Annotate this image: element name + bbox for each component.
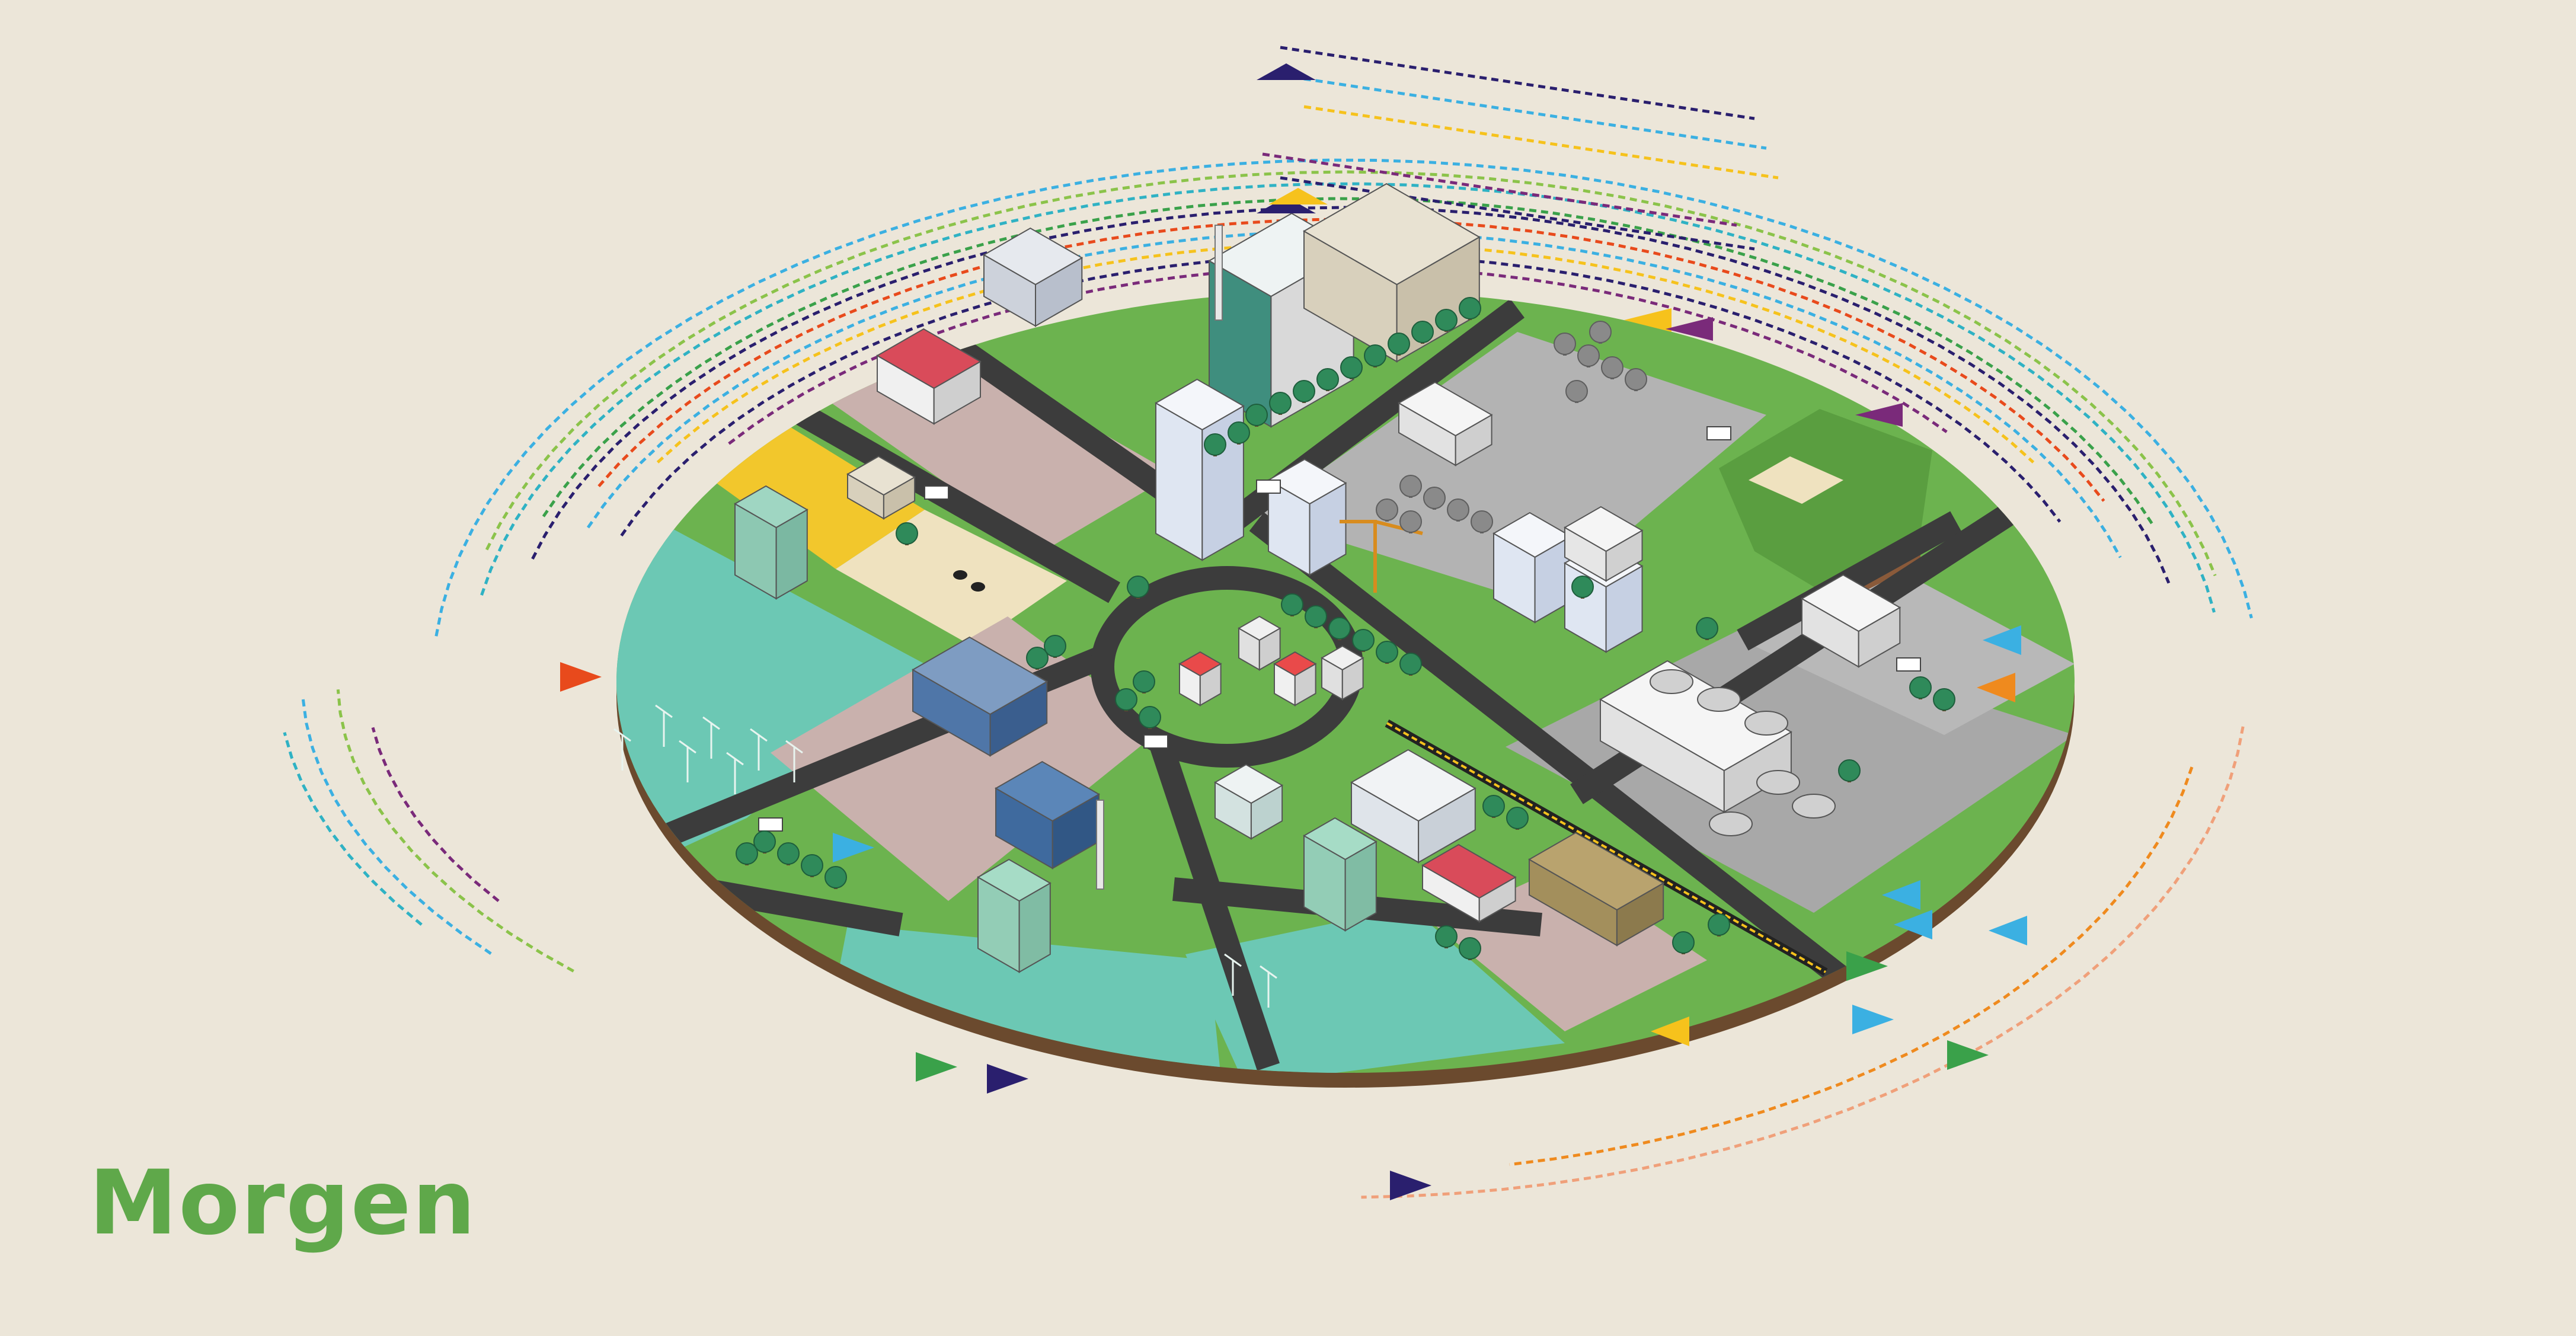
flow-arrowhead-icon: [987, 1064, 1028, 1094]
tree-icon: [1483, 795, 1504, 817]
tree-icon: [1839, 760, 1860, 781]
tree-icon: [1139, 707, 1161, 728]
tree-icon: [1578, 345, 1599, 366]
truck-icon: [1257, 480, 1280, 493]
flow-arrowhead-icon: [1947, 1040, 1989, 1070]
tree-icon: [1228, 422, 1249, 443]
factory-icon: [978, 859, 1050, 972]
tree-icon: [1933, 689, 1955, 710]
flow-entry-line: [1280, 47, 1754, 119]
tree-icon: [1329, 618, 1350, 639]
tree-icon: [1602, 357, 1623, 378]
house-icon: [1239, 616, 1280, 670]
office-tower-icon: [1268, 459, 1346, 575]
tree-icon: [1281, 594, 1303, 615]
digester-tank-icon: [1709, 812, 1752, 836]
tree-icon: [1293, 381, 1315, 402]
tree-icon: [1696, 618, 1718, 639]
factory-icon: [735, 486, 807, 599]
tree-icon: [1400, 475, 1421, 497]
tree-icon: [778, 843, 799, 864]
cow-icon: [953, 570, 967, 580]
tree-icon: [1566, 381, 1587, 402]
tree-icon: [1673, 932, 1694, 953]
tree-icon: [1424, 487, 1445, 509]
flow-arrowhead-icon: [1852, 1005, 1894, 1034]
tree-icon: [1364, 345, 1386, 366]
tree-icon: [1044, 635, 1066, 657]
tree-icon: [1708, 914, 1730, 935]
tree-icon: [1133, 671, 1155, 692]
digester-tank-icon: [1757, 771, 1800, 794]
tree-icon: [1116, 689, 1137, 710]
tree-icon: [1447, 499, 1469, 520]
house-icon: [1180, 652, 1221, 705]
digester-tank-icon: [1650, 670, 1693, 693]
truck-icon: [1897, 658, 1920, 671]
flow-arrowhead-icon: [560, 662, 602, 692]
tree-icon: [1572, 576, 1593, 597]
tree-icon: [1625, 369, 1647, 390]
tree-icon: [1204, 434, 1226, 455]
tree-icon: [896, 523, 918, 544]
house-icon: [1274, 652, 1316, 705]
office-tower-icon-face-left: [1156, 403, 1202, 560]
office-tower-icon: [984, 228, 1082, 326]
truck-icon: [759, 818, 782, 831]
tree-icon: [825, 867, 846, 888]
tree-icon: [1270, 392, 1291, 414]
flow-arrowhead-icon: [916, 1052, 957, 1082]
tree-icon: [1400, 511, 1421, 532]
tree-icon: [1412, 321, 1433, 343]
tree-icon: [1459, 938, 1481, 959]
truck-icon: [1144, 735, 1168, 748]
tree-icon: [1341, 357, 1362, 378]
office-tower-icon: [1156, 379, 1244, 560]
factory-icon: [1304, 818, 1376, 931]
tree-icon: [1471, 511, 1492, 532]
tree-icon: [1400, 653, 1421, 675]
digester-tank-icon: [1698, 688, 1740, 711]
tree-icon: [1507, 807, 1528, 829]
tree-icon: [1436, 926, 1457, 947]
chimney-icon: [1215, 225, 1222, 320]
office-tower-icon: [1494, 513, 1571, 622]
tree-icon: [1436, 309, 1457, 331]
tree-icon: [736, 843, 758, 864]
tree-icon: [1246, 404, 1267, 426]
tree-icon: [1590, 321, 1611, 343]
flow-arrowhead-icon: [1268, 188, 1328, 204]
tree-icon: [1910, 677, 1931, 698]
tree-icon: [801, 855, 823, 876]
flow-arrowhead-icon: [1989, 916, 2027, 945]
tree-icon: [1388, 333, 1410, 354]
digester-tank-icon: [1792, 794, 1835, 818]
chimney-icon: [1097, 800, 1104, 889]
digester-tank-icon: [1745, 711, 1788, 735]
tree-icon: [1127, 576, 1149, 597]
house-icon: [1322, 646, 1363, 699]
tree-icon: [1554, 333, 1575, 354]
flow-entry-line: [1292, 77, 1766, 148]
tree-icon: [1317, 369, 1338, 390]
cow-icon: [971, 582, 985, 592]
page-title: Morgen: [89, 1159, 477, 1248]
tree-icon: [1376, 499, 1398, 520]
tree-icon: [1459, 298, 1481, 319]
tree-icon: [1376, 641, 1398, 663]
flow-arc-outer: [303, 698, 491, 954]
truck-icon: [1707, 427, 1731, 440]
tree-icon: [1353, 629, 1374, 651]
flow-entry-line: [1304, 107, 1778, 178]
tree-icon: [1305, 606, 1327, 627]
flow-arrowhead-icon: [1257, 63, 1316, 80]
truck-icon: [925, 486, 948, 499]
